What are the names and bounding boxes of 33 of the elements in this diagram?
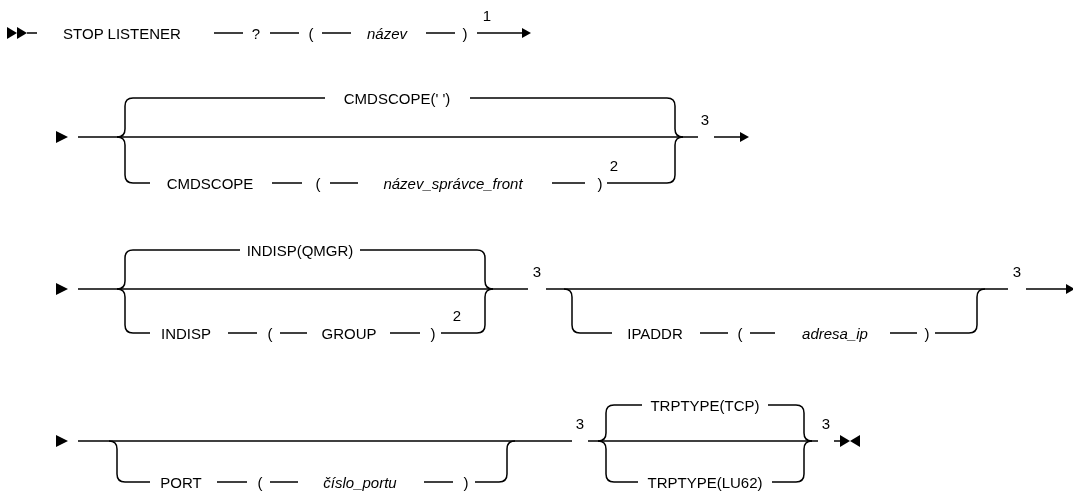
syntax-variable: název_správce_front <box>383 175 523 191</box>
footnote-number: 2 <box>452 307 462 323</box>
footnote-number: 3 <box>700 111 710 127</box>
footnote-number: 3 <box>1012 263 1022 279</box>
syntax-symbol: ? <box>251 25 261 41</box>
footnote-number: 3 <box>821 415 831 431</box>
footnote-number: 3 <box>532 263 542 279</box>
syntax-symbol: ( <box>257 474 263 490</box>
syntax-symbol: ( <box>267 325 273 341</box>
syntax-keyword: GROUP <box>321 325 377 341</box>
syntax-variable: číslo_portu <box>323 474 397 490</box>
syntax-symbol: ) <box>462 25 468 41</box>
footnote-number: 1 <box>482 7 492 23</box>
footnote-number: 2 <box>609 157 619 173</box>
syntax-keyword: TRPTYPE(TCP) <box>650 397 760 413</box>
syntax-symbol: ( <box>315 175 321 191</box>
syntax-symbol: ) <box>463 474 469 490</box>
syntax-symbol: ) <box>597 175 603 191</box>
syntax-keyword: INDISP <box>161 325 211 341</box>
syntax-keyword: STOP LISTENER <box>63 25 181 41</box>
syntax-keyword: INDISP(QMGR) <box>246 242 354 258</box>
syntax-variable: název <box>367 25 407 41</box>
syntax-keyword: PORT <box>160 474 202 490</box>
footnote-number: 3 <box>575 415 585 431</box>
syntax-keyword: CMDSCOPE <box>166 175 254 191</box>
syntax-keyword: IPADDR <box>627 325 683 341</box>
syntax-keyword: CMDSCOPE(' ') <box>343 90 451 106</box>
syntax-symbol: ( <box>737 325 743 341</box>
syntax-symbol: ) <box>430 325 436 341</box>
syntax-keyword: TRPTYPE(LU62) <box>647 474 763 490</box>
syntax-variable: adresa_ip <box>802 325 868 341</box>
syntax-symbol: ( <box>308 25 314 41</box>
syntax-symbol: ) <box>924 325 930 341</box>
